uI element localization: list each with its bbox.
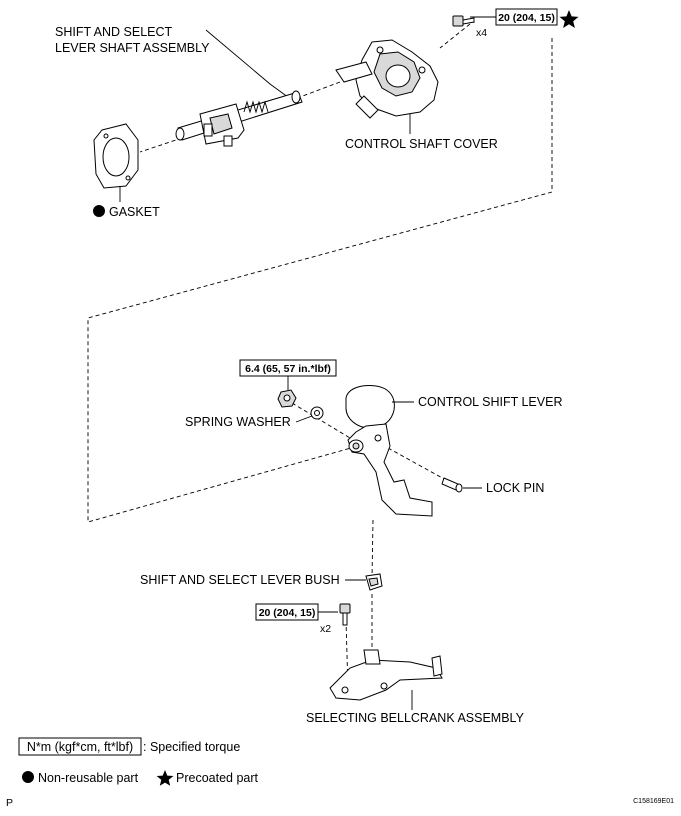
illustration-code: C158169E01 (633, 798, 674, 805)
bellcrank-torque-box: 20 (204, 15) (255, 603, 338, 621)
gasket (93, 123, 139, 189)
cover-bolt (452, 15, 475, 27)
cover-bolt-torque: 20 (204, 15) (498, 12, 555, 24)
assembly-guide-lines (87, 23, 553, 691)
lever-shaft-leader (205, 29, 293, 101)
cover-bolt-torque-box: 20 (204, 15) (470, 8, 558, 26)
legend-torque-desc: : Specified torque (143, 740, 240, 754)
legend-non-reusable: Non-reusable part (38, 771, 139, 785)
lever-shaft-label-line2: LEVER SHAFT ASSEMBLY (55, 41, 210, 55)
precoated-legend-star-icon (156, 770, 174, 786)
lock-pin-label: LOCK PIN (486, 481, 544, 495)
non-reusable-gasket-icon (93, 205, 105, 217)
lever-bush-label: SHIFT AND SELECT LEVER BUSH (140, 573, 340, 587)
bellcrank-bolt-qty: x2 (320, 623, 331, 635)
selecting-bellcrank-assembly (329, 649, 443, 701)
spring-washer-label: SPRING WASHER (185, 415, 291, 429)
control-shaft-cover-label: CONTROL SHAFT COVER (345, 137, 498, 151)
cover-bolt-qty: x4 (476, 27, 487, 39)
legend-torque-units: N*m (kgf*cm, ft*lbf) (27, 740, 133, 754)
control-shaft-cover (335, 39, 439, 119)
spring-washer (310, 406, 324, 420)
legend-torque-box (18, 737, 142, 756)
lever-nut (277, 389, 297, 408)
nut-torque-box: 6.4 (65, 57 in.*lbf) (239, 359, 337, 390)
bellcrank-bolt-torque: 20 (204, 15) (259, 607, 316, 619)
lever-shaft-label-line1: SHIFT AND SELECT (55, 25, 173, 39)
shift-select-lever-bush (365, 573, 383, 591)
control-shift-lever-label: CONTROL SHIFT LEVER (418, 395, 562, 409)
non-reusable-legend-icon (22, 771, 34, 783)
legend-precoated: Precoated part (176, 771, 259, 785)
legend: N*m (kgf*cm, ft*lbf) : Specified torque … (18, 737, 259, 786)
control-shift-lever (345, 385, 433, 517)
bellcrank-bolt (339, 603, 351, 626)
shift-select-lever-shaft-assembly (175, 90, 303, 147)
gasket-label: GASKET (109, 205, 160, 219)
precoated-star-icon (559, 10, 579, 28)
lock-pin (441, 477, 463, 493)
spring-washer-leader (295, 415, 313, 423)
footer-left-code: P (6, 797, 13, 809)
bellcrank-label: SELECTING BELLCRANK ASSEMBLY (306, 711, 525, 725)
nut-torque: 6.4 (65, 57 in.*lbf) (245, 363, 331, 375)
